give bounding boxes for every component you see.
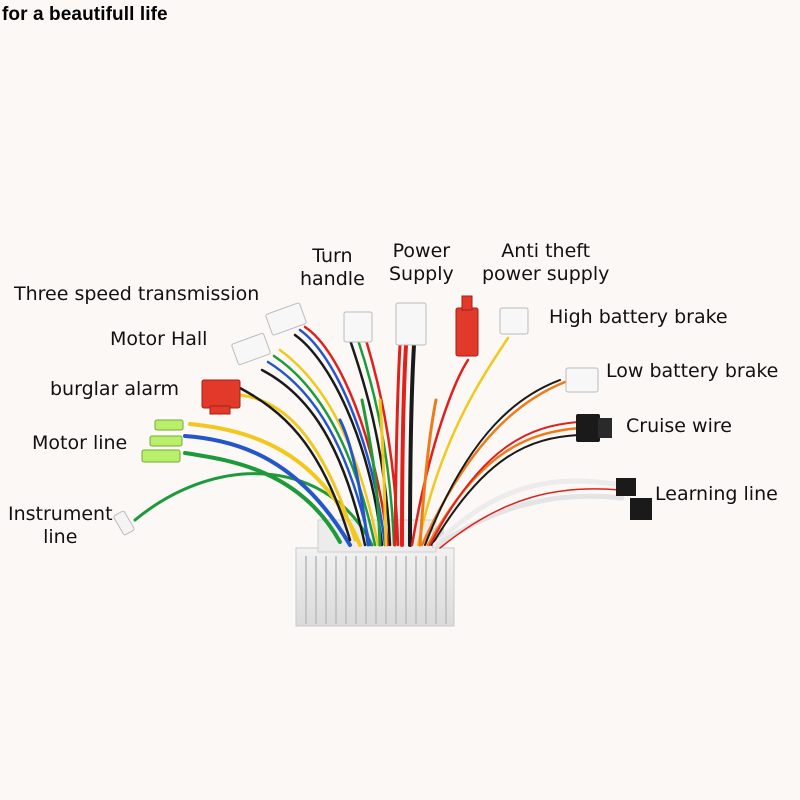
tagline: for a beautifull life <box>2 4 168 25</box>
three-speed-connector <box>265 302 307 336</box>
alarm-wire-black <box>238 386 352 542</box>
learning-wire-white <box>432 478 623 548</box>
speed-wire-1 <box>293 333 384 547</box>
label-high-battery-brake: High battery brake <box>549 306 728 328</box>
hall-wire-4 <box>278 348 380 547</box>
turn-wire-1 <box>348 338 392 547</box>
speed-wire-3 <box>303 325 390 547</box>
power-wire-red2 <box>393 343 402 547</box>
wire-bundle <box>133 325 625 549</box>
label-cruise-wire: Cruise wire <box>626 415 732 437</box>
motor-wire-blue <box>183 434 352 547</box>
label-burglar-alarm: burglar alarm <box>50 378 179 400</box>
label-low-battery-brake: Low battery brake <box>606 360 779 382</box>
cruise-wire-black <box>431 434 579 546</box>
motor-line-connectors <box>141 419 184 463</box>
antitheft-wire <box>410 358 470 547</box>
power-wire-red <box>400 343 408 547</box>
motor-wire-green <box>183 451 342 544</box>
learning-wire-red <box>439 488 621 549</box>
label-motor-hall: Motor Hall <box>110 328 208 350</box>
label-power-supply: Power Supply <box>389 240 454 285</box>
label-instrument-line: Instrument line <box>8 503 113 548</box>
motor-wire-yellow <box>188 422 362 547</box>
turn-handle-connector <box>343 311 373 343</box>
controller-box <box>295 519 455 627</box>
label-turn-handle: Turn handle <box>300 245 365 290</box>
motor-hall-connector <box>231 332 271 366</box>
low-brake-wire-black <box>424 379 561 546</box>
hall-wire-2 <box>266 360 372 547</box>
label-motor-line: Motor line <box>32 432 128 454</box>
power-supply-connector <box>395 302 427 346</box>
label-learning-line: Learning line <box>655 483 778 505</box>
alarm-wire-yellow <box>238 393 357 542</box>
burglar-alarm-connector <box>201 379 241 415</box>
label-anti-theft-power-supply: Anti theft power supply <box>482 240 610 285</box>
center-wire-yellow <box>378 398 388 547</box>
hall-wire-3 <box>272 354 377 547</box>
turn-wire-2 <box>356 338 396 547</box>
hall-wire-1 <box>260 368 367 547</box>
center-wire-blue <box>338 418 370 547</box>
learning-wire-white2 <box>435 493 625 548</box>
center-wire-green <box>360 398 382 547</box>
high-brake-wire <box>416 336 510 547</box>
anti-theft-connector <box>455 295 479 357</box>
center-wire-orange <box>418 398 438 547</box>
cruise-connector <box>576 414 612 442</box>
low-brake-connector <box>565 367 599 393</box>
power-wire-black <box>408 343 416 547</box>
instrument-connector <box>113 510 135 536</box>
learning-line-connector <box>616 478 652 520</box>
cruise-wire-red <box>429 421 579 546</box>
label-three-speed-transmission: Three speed transmission <box>14 283 260 305</box>
heatsink-fins <box>305 556 447 624</box>
high-brake-connector <box>499 307 529 335</box>
connectors <box>113 295 652 536</box>
